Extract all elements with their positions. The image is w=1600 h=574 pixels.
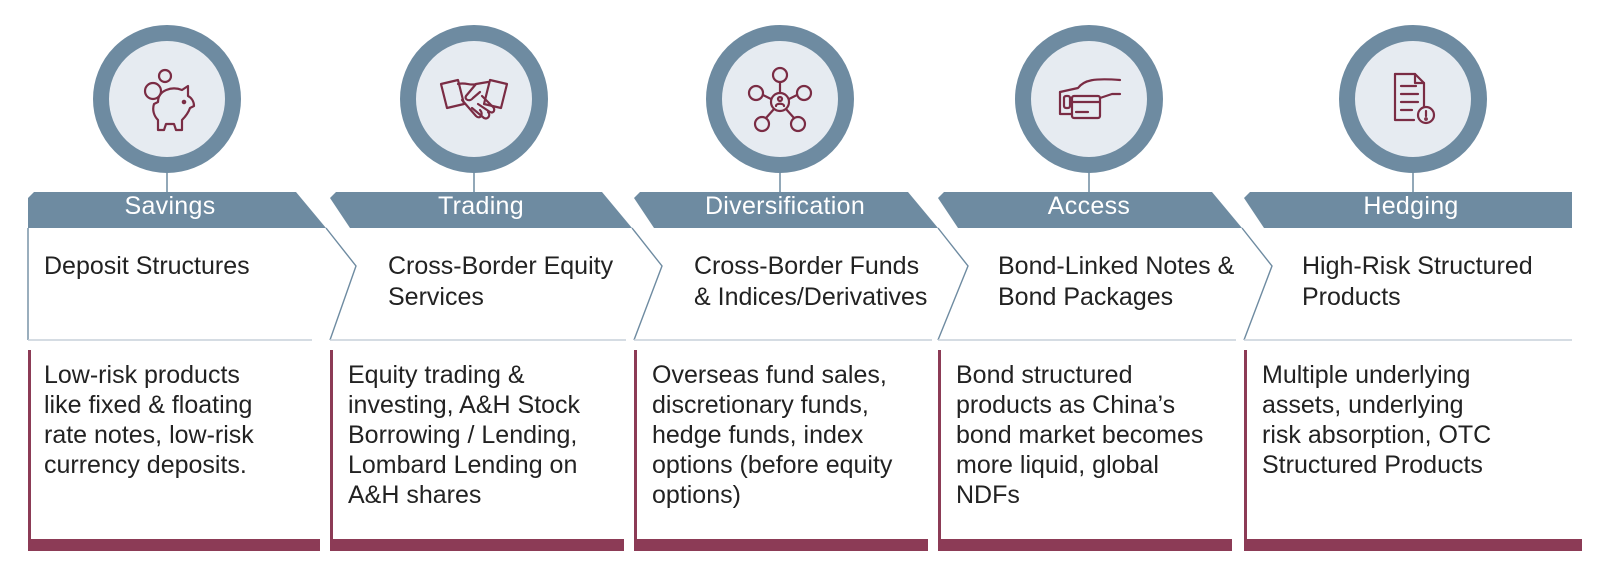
card-payment-icon (1058, 78, 1122, 120)
accent-bottom-4 (938, 539, 1232, 551)
piggy-bank-icon (143, 68, 196, 132)
icon-circle-3 (706, 25, 854, 173)
chevron-1 (325, 227, 357, 341)
document-alert-icon (1393, 72, 1436, 125)
description-line: investing, A&H Stock (348, 391, 581, 419)
stage-subtitle-access: Bond-Linked Notes & Bond Packages (998, 252, 1235, 311)
accent-left-3 (634, 350, 637, 542)
accent-bottom-3 (634, 539, 928, 551)
description-line: bond market becomes (956, 421, 1204, 449)
description-line: Borrowing / Lending, (348, 421, 578, 449)
stage-subtitle-savings: Deposit Structures (44, 252, 250, 280)
stage-title-hedging: Hedging (1363, 192, 1459, 220)
stage-subtitle-hedging: High-Risk Structured Products (1302, 252, 1533, 311)
accent-left-1 (28, 350, 31, 542)
description-line: Structured Products (1262, 451, 1483, 479)
accent-bottom-2 (330, 539, 624, 551)
stage-title-trading: Trading (438, 192, 524, 220)
stage-description-hedging: Multiple underlying assets, underlying r… (1262, 360, 1562, 480)
stage-header-bar-savings (28, 192, 326, 228)
stage-title-access: Access (1047, 192, 1131, 220)
description-line: Low-risk products (44, 361, 240, 389)
accent-left-4 (938, 350, 941, 542)
stage-subtitle-diversification: Cross-Border Funds & Indices/Derivatives (694, 252, 928, 311)
description-line: NDFs (956, 481, 1020, 509)
stage-header-bar-access (938, 192, 1242, 228)
description-line: Equity trading & (348, 361, 525, 389)
accent-bottom-1 (28, 539, 320, 551)
description-line: options (before equity (652, 451, 893, 479)
description-line: risk absorption, OTC (1262, 421, 1492, 449)
description-line: rate notes, low-risk (44, 421, 254, 449)
description-line: discretionary funds, (652, 391, 869, 419)
description-line: Multiple underlying (1262, 361, 1471, 389)
accent-left-5 (1244, 350, 1247, 542)
stage-header-bar-hedging (1244, 192, 1572, 228)
description-line: Overseas fund sales, (652, 361, 887, 389)
stage-header-bar-diversification (634, 192, 938, 228)
icon-circle-1 (93, 25, 241, 173)
chevron-3 (937, 227, 969, 341)
chevron-2 (631, 227, 663, 341)
stage-subtitle-trading: Cross-Border Equity Services (388, 252, 614, 311)
accent-bottom-5 (1244, 539, 1582, 551)
stage-description-savings: Low-risk products like fixed & floating … (44, 360, 314, 480)
stage-description-access: Bond structured products as China’s bond… (956, 360, 1232, 510)
icon-circle-2 (400, 25, 548, 173)
description-line: hedge funds, index (652, 421, 864, 449)
stage-title-savings: Savings (124, 192, 216, 220)
accent-left-2 (330, 350, 333, 542)
description-line: options) (652, 481, 741, 509)
network-icon (747, 66, 813, 133)
icon-circle-4 (1015, 25, 1163, 173)
stage-title-diversification: Diversification (704, 192, 866, 220)
description-line: products as China’s (956, 391, 1176, 419)
description-line: Lombard Lending on (348, 451, 578, 479)
description-line: like fixed & floating (44, 391, 253, 419)
description-line: assets, underlying (1262, 391, 1464, 419)
description-line: Bond structured (956, 361, 1133, 389)
handshake-icon (439, 78, 509, 120)
description-line: more liquid, global (956, 451, 1159, 479)
icon-circle-5 (1339, 25, 1487, 173)
stage-header-bar-trading (330, 192, 632, 228)
chevron-4 (1241, 227, 1273, 341)
stage-description-trading: Equity trading & investing, A&H Stock Bo… (348, 360, 622, 510)
description-line: A&H shares (348, 481, 482, 509)
stage-description-diversification: Overseas fund sales, discretionary funds… (652, 360, 928, 510)
description-line: currency deposits. (44, 451, 247, 479)
